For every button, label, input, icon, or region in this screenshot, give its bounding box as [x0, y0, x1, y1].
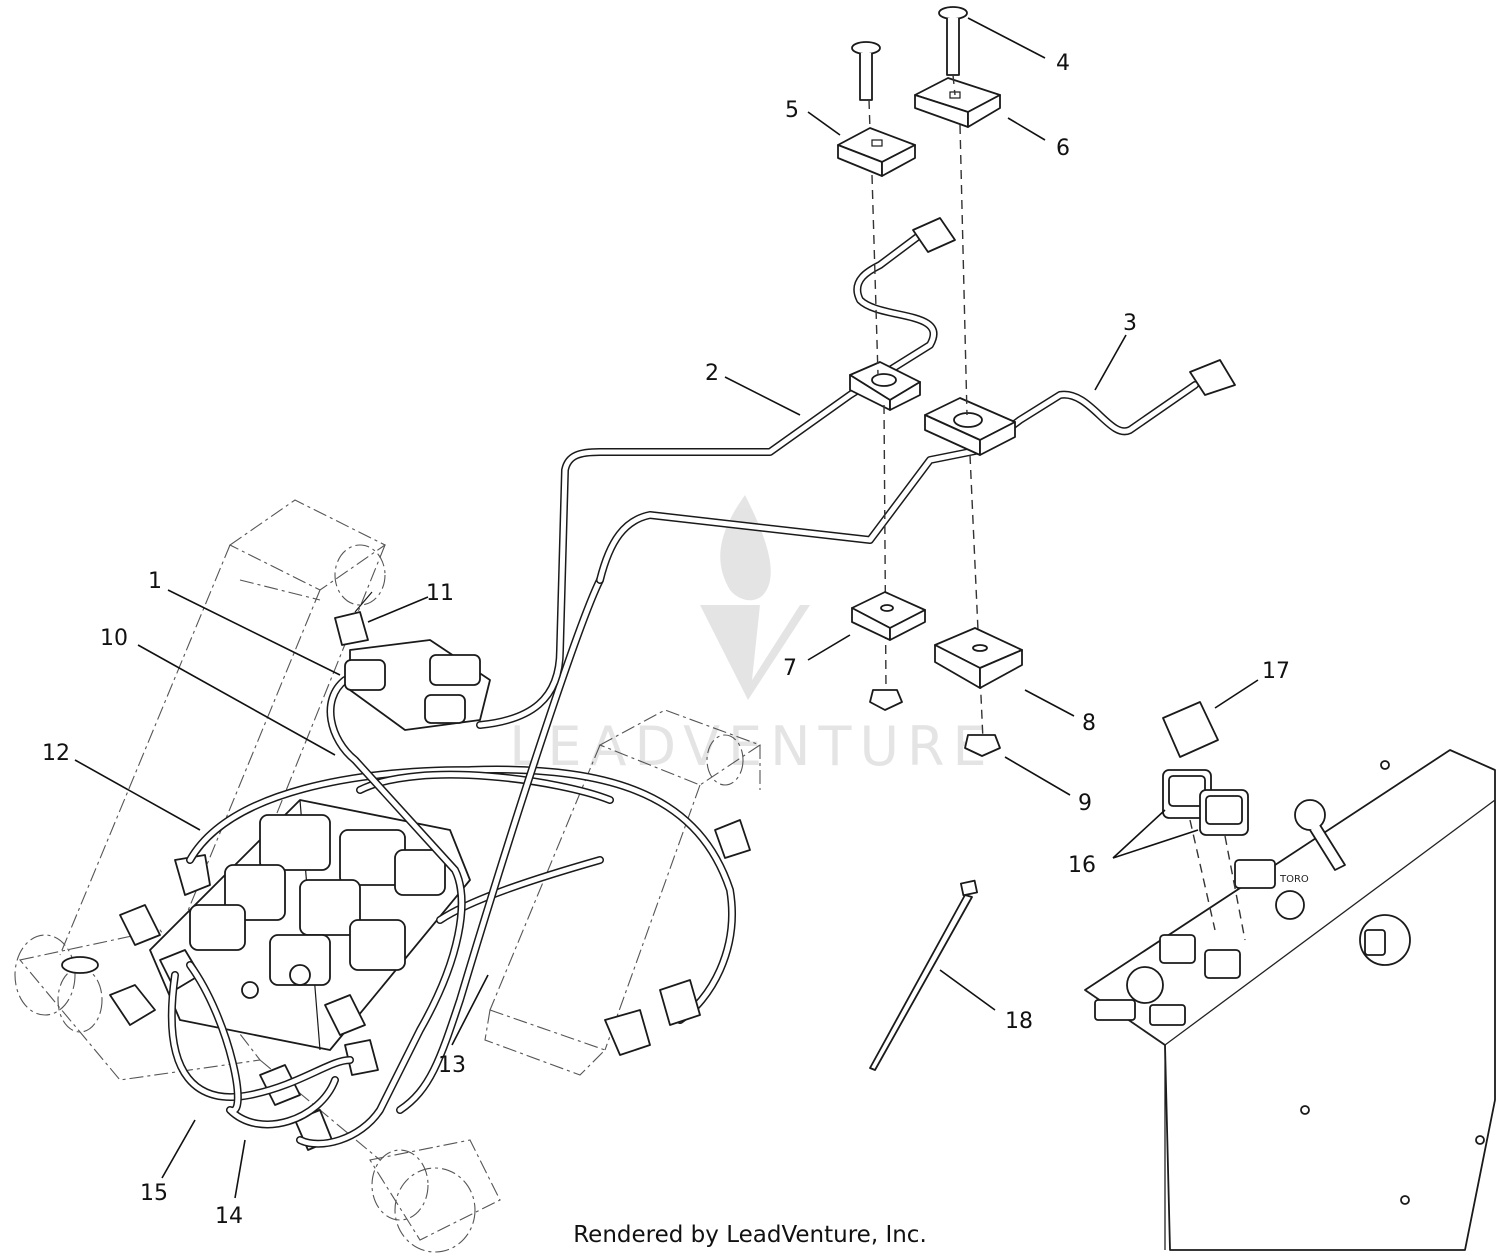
v-logo-icon — [700, 605, 810, 700]
carriage-bolt-4 — [851, 6, 968, 101]
callout-1: 1 — [148, 569, 162, 594]
callout-9: 9 — [1078, 791, 1092, 816]
watermark-text: LEADVENTURE — [509, 715, 994, 778]
callout-leaders — [74, 17, 1259, 1199]
flame-logo-icon — [720, 495, 771, 601]
callout-18: 18 — [1005, 1009, 1033, 1034]
clamp-lower-8 — [934, 627, 1023, 689]
panel-logo-text: TORO — [1279, 874, 1309, 885]
leadventure-watermark: LEADVENTURE — [509, 495, 994, 778]
tube-13 — [396, 576, 604, 1114]
tube-clamp-upper — [849, 361, 1016, 456]
callout-8: 8 — [1082, 711, 1096, 736]
clamp-lower-7 — [851, 591, 926, 641]
flange-nut-9 — [869, 689, 1001, 757]
hose-assembly-14-15 — [167, 961, 354, 1129]
clamp-plate-5 — [837, 127, 916, 177]
callout-16: 16 — [1068, 853, 1096, 878]
clamp-plate-6 — [914, 77, 1001, 128]
tube-1 — [296, 676, 466, 1148]
callout-11: 11 — [426, 581, 454, 606]
callout-6: 6 — [1056, 136, 1070, 161]
cable-tie-18 — [869, 879, 978, 1071]
callout-15: 15 — [140, 1181, 168, 1206]
callout-17: 17 — [1262, 659, 1290, 684]
control-panel: TORO — [1084, 701, 1496, 1251]
callout-14: 14 — [215, 1204, 243, 1229]
footer-credit: Rendered by LeadVenture, Inc. — [573, 1222, 927, 1248]
callout-12: 12 — [42, 741, 70, 766]
callout-4: 4 — [1056, 51, 1070, 76]
callout-numbers: 1 2 3 4 5 6 7 8 9 10 11 12 13 14 15 16 1… — [42, 51, 1290, 1229]
hydraulic-valve-assembly — [61, 799, 471, 1151]
alignment-lines — [868, 74, 984, 741]
callout-5: 5 — [785, 98, 799, 123]
callout-10: 10 — [100, 626, 128, 651]
tube-2 — [476, 217, 956, 729]
callout-2: 2 — [705, 361, 719, 386]
fitting-11 — [334, 591, 491, 731]
callout-3: 3 — [1123, 311, 1137, 336]
callout-13: 13 — [438, 1053, 466, 1078]
hose-10 — [186, 765, 751, 1056]
callout-7: 7 — [783, 656, 797, 681]
